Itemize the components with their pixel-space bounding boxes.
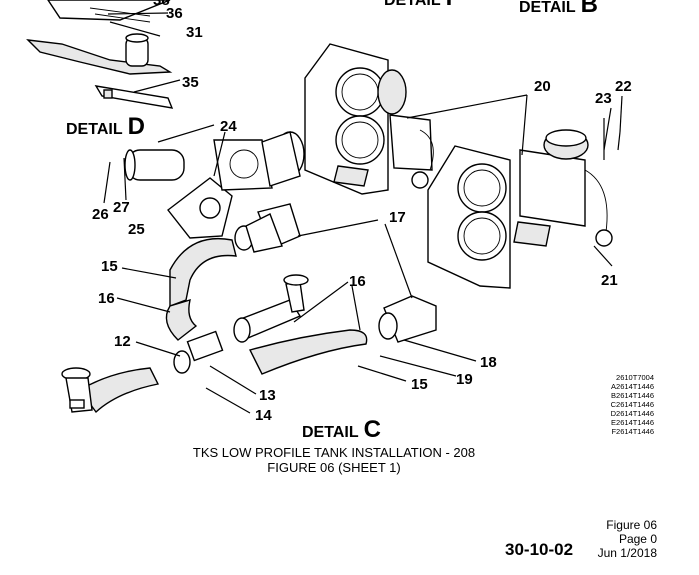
footer-figure: Figure 06 <box>606 518 657 532</box>
detail-c-drawing <box>61 131 437 414</box>
callout-15-upper: 15 <box>101 258 118 275</box>
footer-date: Jun 1/2018 <box>597 546 657 560</box>
detail-f-title: DETAILF <box>384 0 460 11</box>
drawing-code: 2610T7004 <box>616 373 654 382</box>
drawing-code: A2614T1446 <box>611 382 654 391</box>
footer-page: Page 0 <box>618 532 657 546</box>
drawing-code: B2614T1446 <box>611 391 654 400</box>
callout-20: 20 <box>534 78 551 95</box>
callout-24: 24 <box>220 118 237 135</box>
figure-sheet: FIGURE 06 (SHEET 1) <box>267 460 401 475</box>
callout-15-lower: 15 <box>411 376 428 393</box>
callout-23: 23 <box>595 90 612 107</box>
callout-38: 38 <box>153 0 170 9</box>
drawing-code: D2614T1446 <box>611 409 654 418</box>
drawing-code: C2614T1446 <box>611 400 654 409</box>
detail-b-drawing <box>427 118 621 289</box>
callout-31: 31 <box>186 24 203 41</box>
leader-lines <box>103 12 623 414</box>
callout-16-left: 16 <box>98 290 115 307</box>
drawing-code: F2614T1446 <box>611 427 654 436</box>
callout-22: 22 <box>615 78 632 95</box>
callout-14: 14 <box>255 407 272 424</box>
detail-f-drawing <box>304 43 434 195</box>
drawing-codes: 2610T7004 A2614T1446 B2614T1446 C2614T14… <box>611 373 654 436</box>
callout-35: 35 <box>182 74 199 91</box>
callout-26: 26 <box>92 206 109 223</box>
callout-19: 19 <box>456 371 473 388</box>
drawing-code: E2614T1446 <box>611 418 654 427</box>
callout-16-right: 16 <box>349 273 366 290</box>
figure-title: TKS LOW PROFILE TANK INSTALLATION - 208 <box>192 445 476 460</box>
callout-13: 13 <box>259 387 276 404</box>
callout-27: 27 <box>113 199 130 216</box>
detail-d-drawing <box>26 0 174 109</box>
chapter-number: 30-10-02 <box>505 540 574 559</box>
callout-21: 21 <box>601 272 618 289</box>
callout-12: 12 <box>114 333 131 350</box>
callout-17: 17 <box>389 209 406 226</box>
callout-25: 25 <box>128 221 145 238</box>
footer-meta: Figure 06 Page 0 Jun 1/2018 <box>598 518 657 560</box>
callout-18: 18 <box>480 354 497 371</box>
callout-36: 36 <box>166 5 183 22</box>
callout-labels: 38 36 31 35 20 22 23 24 27 26 25 17 21 1… <box>92 0 632 424</box>
